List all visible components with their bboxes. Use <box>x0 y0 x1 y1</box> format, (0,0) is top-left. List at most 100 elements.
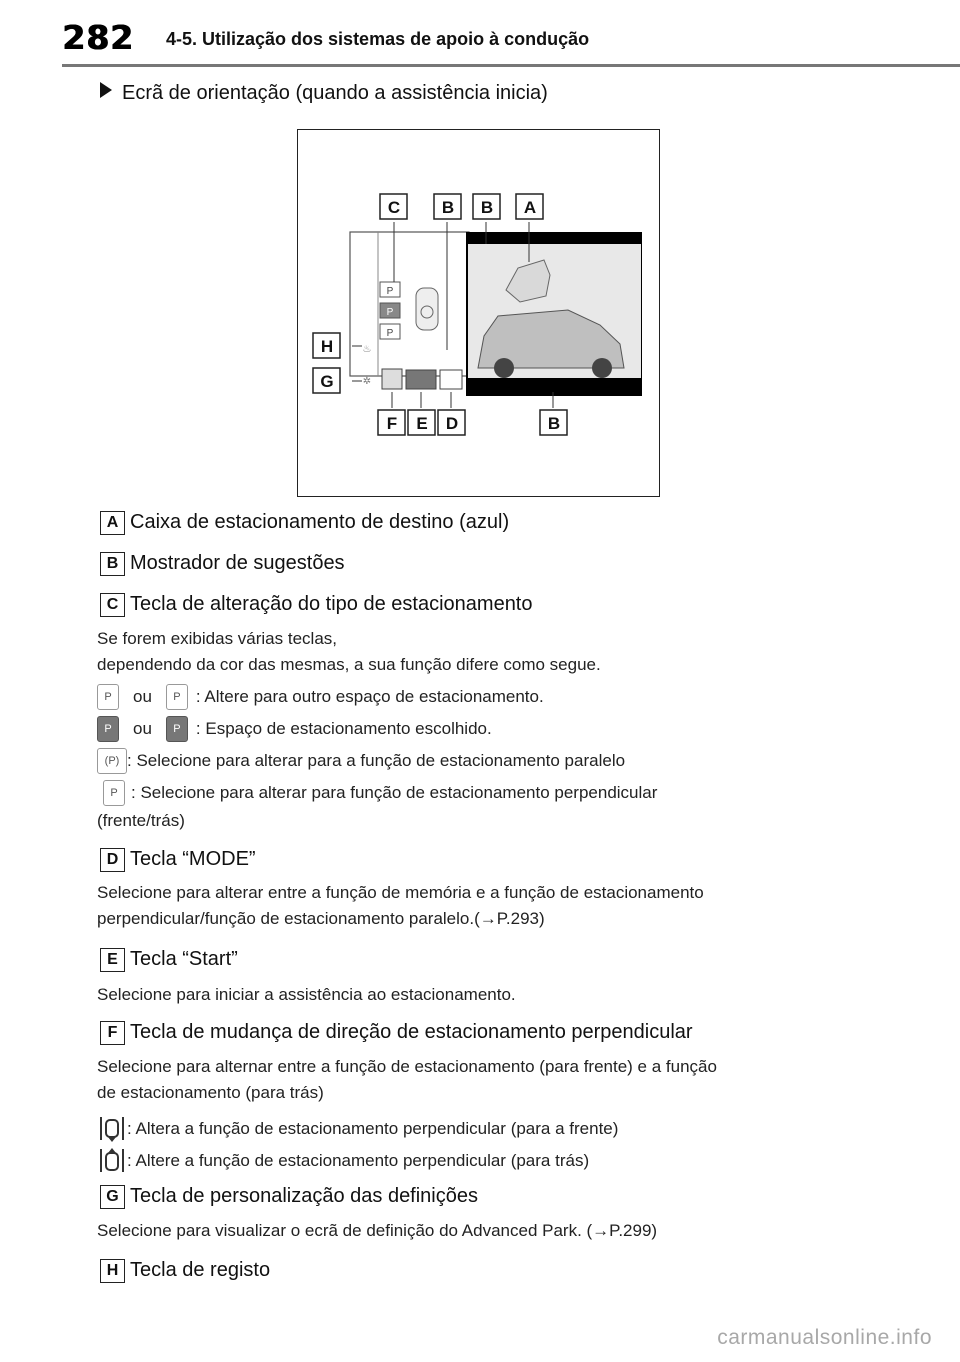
item-h-badge: H <box>100 1259 125 1283</box>
mode-button <box>439 369 463 390</box>
parallel-parking-icon: (P) <box>97 748 127 774</box>
option-chosen-space-text: : Espaço de estacionamento escolhido. <box>195 719 492 738</box>
callout-g-box <box>312 367 341 394</box>
item-g-description: Selecione para visualizar o ecrã de defi… <box>97 1221 658 1240</box>
callout-b2-box <box>472 193 501 220</box>
p-button-selected <box>379 302 401 319</box>
option-forward-text: : Altera a função de estacionamento perp… <box>127 1119 619 1138</box>
p-button-bottom <box>379 323 401 340</box>
item-b-title: Mostrador de sugestões <box>130 552 345 574</box>
callout-e-label: E <box>416 414 427 433</box>
item-a-badge: A <box>100 511 125 535</box>
option-row-other-space: P ou P : Altere para outro espaço de est… <box>97 684 544 710</box>
callout-b3-box <box>539 409 568 436</box>
callout-c-label: C <box>388 198 400 217</box>
callout-c-box <box>379 193 408 220</box>
item-f-line2: de estacionamento (para trás) <box>97 1083 324 1102</box>
p-dark-outline-icon: P <box>165 716 188 742</box>
page-number: 282 <box>62 18 134 57</box>
ou-text-1: ou <box>133 687 152 706</box>
callout-f-label: F <box>387 414 397 433</box>
item-c-description: Se forem exibidas várias teclas, depende… <box>97 626 601 678</box>
p-button-top-label: P <box>387 286 394 297</box>
guidance-screen-figure: P P P ♨ ✲ C B B A <box>297 129 660 497</box>
option-row-forward: : Altera a função de estacionamento perp… <box>97 1114 618 1144</box>
item-d-badge: D <box>100 848 125 872</box>
option-row-backward: : Altere a função de estacionamento perp… <box>97 1146 589 1176</box>
perpendicular-backward-icon <box>100 1148 124 1172</box>
option-perpendicular-text: : Selecione para alterar para função de … <box>131 783 658 802</box>
option-backward-text: : Altere a função de estacionamento perp… <box>127 1151 590 1170</box>
p-button-top <box>379 281 401 298</box>
item-d-line2: perpendicular/função de estacionamento p… <box>97 909 545 928</box>
direction-toggle-button <box>381 368 403 390</box>
item-e-badge: E <box>100 948 125 972</box>
item-d-title: Tecla “MODE” <box>130 848 256 870</box>
callout-f-box <box>377 409 406 436</box>
item-a-title: Caixa de estacionamento de destino (azul… <box>130 511 510 533</box>
target-parking-box <box>505 259 551 303</box>
mini-car-target-icon <box>420 305 434 319</box>
subheading: Ecrã de orientação (quando a assistência… <box>100 82 548 105</box>
item-g-title: Tecla de personalização das definições <box>130 1185 478 1207</box>
option-row-chosen-space: P ou P : Espaço de estacionamento escolh… <box>97 716 492 742</box>
item-c-badge: C <box>100 593 125 617</box>
option-row-parallel: (P) : Selecione para alterar para a funç… <box>97 748 625 774</box>
callout-b3-label: B <box>548 414 560 433</box>
p-outline-icon: P <box>165 684 188 710</box>
perpendicular-forward-icon <box>100 1117 124 1142</box>
item-e-description: Selecione para iniciar a assistência ao … <box>97 985 516 1004</box>
start-button <box>405 369 437 390</box>
subheading-text: Ecrã de orientação (quando a assistência… <box>122 82 548 104</box>
page-header: 282 4-5. Utilização dos sistemas de apoi… <box>0 0 960 67</box>
item-g-badge: G <box>100 1185 125 1209</box>
callout-a-label: A <box>524 198 536 217</box>
item-h-title: Tecla de registo <box>130 1259 271 1281</box>
p-dark-icon: P <box>97 716 119 742</box>
item-c-line2: dependendo da cor das mesmas, a sua funç… <box>97 655 601 674</box>
p-button-bottom-label: P <box>387 328 394 339</box>
callout-g-label: G <box>320 372 333 391</box>
section-title: 4-5. Utilização dos sistemas de apoio à … <box>166 29 590 49</box>
triangle-bullet-icon <box>100 82 112 98</box>
item-d-description: Selecione para alterar entre a função de… <box>97 880 704 932</box>
guidance-screen-diagram: P P P ♨ ✲ C B B A <box>312 193 642 436</box>
callout-d-label: D <box>446 414 458 433</box>
vehicle-rear-wheel <box>494 358 514 378</box>
watermark: carmanualsonline.info <box>717 1326 932 1349</box>
item-f-description: Selecione para alternar entre a função d… <box>97 1054 717 1106</box>
callout-d-box <box>437 409 466 436</box>
item-c-title: Tecla de alteração do tipo de estacionam… <box>130 593 533 615</box>
vehicle-image <box>477 309 625 369</box>
mini-car-icon <box>415 287 439 331</box>
callout-e-box <box>407 409 436 436</box>
option-perpendicular-text-cont: (frente/trás) <box>97 811 185 830</box>
item-b-badge: B <box>100 552 125 576</box>
item-c-line1: Se forem exibidas várias teclas, <box>97 629 337 648</box>
vehicle-front-wheel <box>592 358 612 378</box>
settings-gear-icon: ✲ <box>363 376 371 387</box>
option-row-perpendicular: P : Selecione para alterar para função d… <box>97 780 657 806</box>
option-other-space-text: : Altere para outro espaço de estacionam… <box>195 687 544 706</box>
header-divider <box>62 64 960 67</box>
callout-b1-box <box>433 193 462 220</box>
item-f-badge: F <box>100 1021 125 1045</box>
callout-h-box <box>312 332 341 359</box>
p-button-selected-label: P <box>387 307 394 318</box>
callout-h-label: H <box>321 337 333 356</box>
callout-b1-label: B <box>442 198 454 217</box>
callout-a-box <box>515 193 544 220</box>
p-light-icon: P <box>97 684 119 710</box>
ou-text-2: ou <box>133 719 152 738</box>
item-d-line1: Selecione para alterar entre a função de… <box>97 883 704 902</box>
perpendicular-parking-icon: P <box>103 780 125 806</box>
item-e-title: Tecla “Start” <box>130 948 238 970</box>
